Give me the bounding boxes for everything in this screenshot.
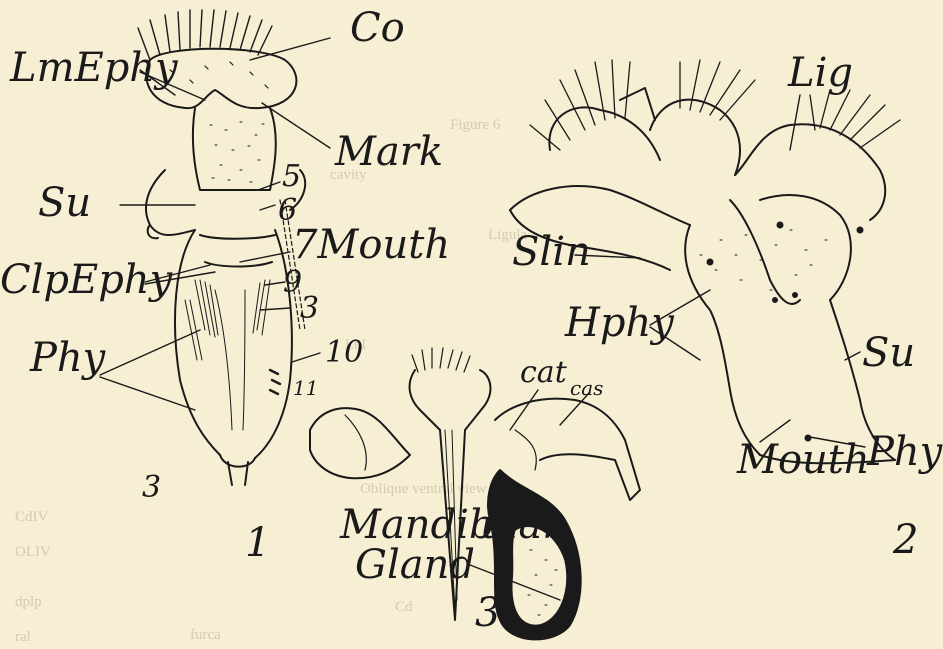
label-phy-right: Phy xyxy=(867,432,942,472)
figure-number-2: 2 xyxy=(893,520,918,560)
label-slin: Slin xyxy=(512,232,591,272)
label-cat: cat xyxy=(520,358,567,388)
label-7mouth: 7Mouth xyxy=(292,225,450,265)
label-10: 10 xyxy=(325,338,363,368)
label-su-right: Su xyxy=(862,333,915,373)
figure-number-1: 1 xyxy=(245,523,270,563)
label-hphy: Hphy xyxy=(565,303,674,343)
label-5: 5 xyxy=(282,162,301,192)
label-mark: Mark xyxy=(335,132,443,172)
label-3a: 3 xyxy=(300,294,319,324)
label-mouth-right: Mouth xyxy=(737,440,870,480)
label-cas: cas xyxy=(570,378,603,398)
label-co: Co xyxy=(350,8,405,48)
label-lig: Lig xyxy=(788,53,853,93)
figure-number-3: 3 xyxy=(475,593,500,633)
label-lmephy: LmEphy xyxy=(10,48,178,88)
label-ular: ular xyxy=(480,505,562,545)
label-su-left: Su xyxy=(38,183,91,223)
label-gland: Gland xyxy=(355,545,475,585)
label-11: 11 xyxy=(293,378,318,398)
label-3b: 3 xyxy=(142,473,161,503)
label-clpephy: ClpEphy xyxy=(0,260,172,300)
label-phy-left: Phy xyxy=(30,338,105,378)
